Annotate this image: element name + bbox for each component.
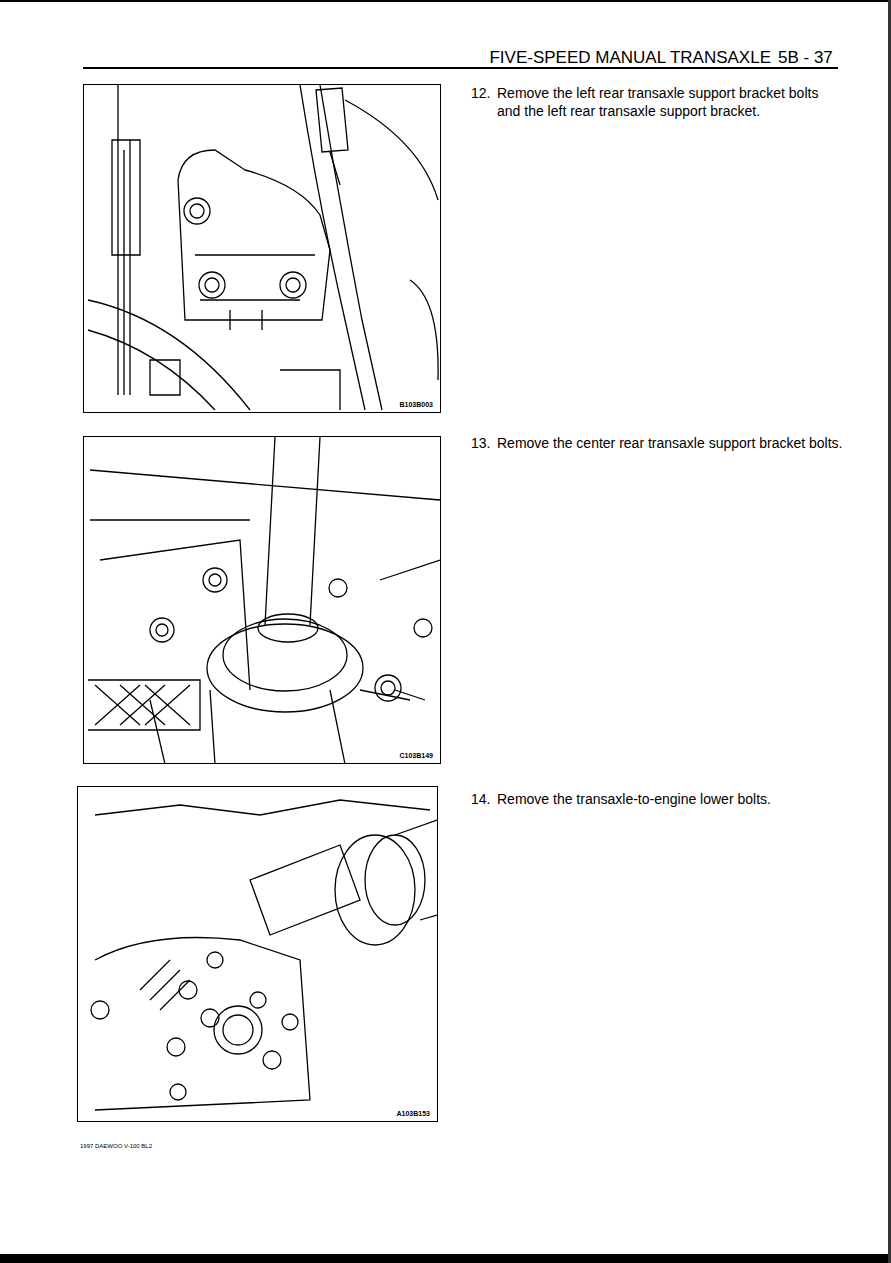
step-number: 12. [471, 85, 495, 103]
bolt [203, 568, 227, 592]
bolt [207, 952, 223, 968]
step-number: 14. [471, 791, 495, 809]
bolt [91, 1001, 109, 1019]
rod-clamp [112, 140, 140, 255]
bolt [286, 278, 300, 292]
page-title: FIVE-SPEED MANUAL TRANSAXLE [489, 47, 771, 68]
crossmember [88, 300, 250, 410]
step-text: Remove the center rear transaxle support… [497, 435, 843, 453]
page-number: 5B - 37 [778, 47, 833, 68]
bolt [329, 579, 347, 597]
axle-housing [250, 845, 360, 935]
bolt [199, 272, 225, 298]
bolt [375, 675, 401, 701]
bracket-illustration [88, 85, 438, 410]
braided-hose [88, 680, 200, 730]
step-number: 13. [471, 435, 495, 453]
top-edge-bar [0, 0, 891, 2]
bolt [190, 204, 204, 218]
bolt [280, 272, 306, 298]
bolt [201, 1009, 219, 1027]
bolt [179, 981, 197, 999]
bolt [250, 992, 266, 1008]
boot [335, 835, 415, 945]
rod [118, 85, 130, 395]
bolt [414, 619, 432, 637]
body-panel [345, 100, 438, 380]
engine-edge [95, 800, 430, 815]
figure-frame: A103B153 [77, 786, 438, 1122]
bolt [184, 198, 210, 224]
drive-shaft [265, 437, 320, 625]
housing-edge [90, 470, 440, 690]
bolt [170, 1084, 186, 1100]
figure-code: A103B153 [395, 1110, 432, 1118]
stud [360, 690, 425, 700]
case-ribs [140, 960, 190, 1010]
bolt [167, 1038, 185, 1056]
bolt [381, 681, 395, 695]
axle-shaft [395, 820, 437, 920]
figure-code: C103B149 [398, 752, 435, 760]
right-edge-bar [888, 0, 891, 1263]
transaxle-case [95, 938, 310, 1111]
shaft-collar [258, 614, 318, 642]
boot [223, 619, 347, 691]
figure-code: B103B003 [398, 401, 435, 409]
bolt [282, 1014, 298, 1030]
output-flange [214, 1006, 262, 1054]
bracket-edge [150, 560, 440, 763]
boot [207, 624, 363, 712]
pipe [300, 85, 382, 410]
bolt [263, 1051, 281, 1069]
bolt [156, 624, 168, 636]
bolt [209, 574, 221, 586]
transaxle-illustration [91, 800, 437, 1110]
footer-note: 1997 DAEWOO V-100 BL2 [80, 1143, 152, 1151]
boot [365, 835, 425, 925]
bolt [150, 618, 174, 642]
bolt [205, 278, 219, 292]
header-rule [83, 67, 838, 69]
bottom-edge-bar [0, 1254, 891, 1263]
hose-connector [316, 88, 348, 185]
transaxle-case [150, 360, 340, 410]
figure-frame: C103B149 [83, 436, 441, 764]
support-bracket [178, 150, 330, 320]
step-text: Remove the transaxle-to-engine lower bol… [497, 791, 843, 809]
output-flange [223, 1015, 253, 1045]
bracket-ribs [195, 255, 315, 330]
center-bracket-illustration [88, 437, 440, 763]
figure-frame: B103B003 [83, 84, 441, 413]
step-text: Remove the left rear transaxle support b… [497, 85, 843, 120]
